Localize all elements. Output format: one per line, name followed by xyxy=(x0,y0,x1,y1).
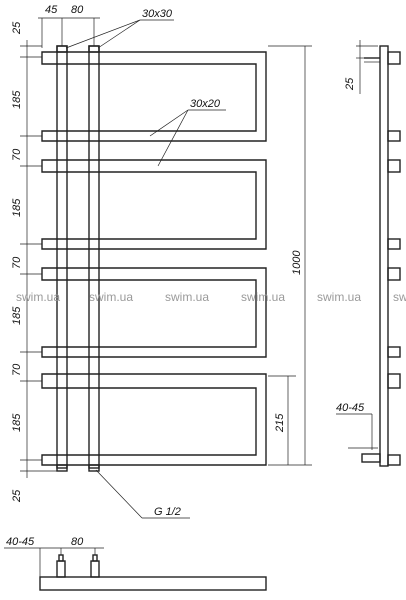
dim-left-8: 185 xyxy=(11,413,23,432)
section-2 xyxy=(41,159,267,250)
bottom-frame xyxy=(39,576,267,591)
height-dimension: 1000 215 xyxy=(268,45,312,466)
front-view xyxy=(41,45,267,472)
watermark-row: swim.ua swim.ua swim.ua swim.ua swim.ua … xyxy=(16,290,406,304)
dim-left-3: 70 xyxy=(11,148,23,161)
label-g12: G 1/2 xyxy=(154,506,181,518)
side-dim-40-45: 40-45 xyxy=(336,402,365,414)
dim-1000: 1000 xyxy=(291,250,303,275)
right-riser xyxy=(88,45,100,469)
watermark: swim.ua xyxy=(241,290,285,304)
left-riser-cap xyxy=(56,45,68,53)
side-connection xyxy=(361,453,381,463)
dim-left-5: 70 xyxy=(11,256,23,269)
dim-left-1: 25 xyxy=(11,21,23,35)
dim-215: 215 xyxy=(274,413,286,433)
side-view: 25 40-45 xyxy=(336,40,401,467)
watermark: swim.ua xyxy=(16,290,60,304)
dim-left-4: 185 xyxy=(11,198,23,217)
watermark: swim.ua xyxy=(89,290,133,304)
left-riser xyxy=(56,45,68,469)
dim-left-9: 25 xyxy=(11,489,23,503)
section-3 xyxy=(41,267,267,358)
section-4 xyxy=(41,373,267,466)
left-connection xyxy=(56,464,68,472)
bar-profile-label: 30x20 xyxy=(149,98,226,167)
section-1 xyxy=(41,51,267,142)
dim-80: 80 xyxy=(71,4,84,16)
dim-left-7: 70 xyxy=(11,363,23,376)
right-connection xyxy=(88,464,100,472)
bottom-dim-80: 80 xyxy=(71,536,84,548)
side-dim-25: 25 xyxy=(344,77,356,91)
label-30x20: 30x20 xyxy=(190,98,221,110)
bottom-dim-40-45: 40-45 xyxy=(6,536,35,548)
label-30x30: 30x30 xyxy=(142,8,173,20)
dim-left-6: 185 xyxy=(11,306,23,325)
side-riser xyxy=(379,45,389,467)
dim-left-2: 185 xyxy=(11,90,23,109)
connection-label: G 1/2 xyxy=(95,469,190,519)
watermark: swim.ua xyxy=(317,290,361,304)
watermark: swim.ua xyxy=(165,290,209,304)
right-riser-cap xyxy=(88,45,100,53)
left-dimension-chain: 25 185 70 185 70 185 70 185 25 xyxy=(11,21,57,503)
bottom-view: 40-45 80 xyxy=(4,536,267,591)
dim-45: 45 xyxy=(45,4,58,16)
watermark: swim.ua xyxy=(393,290,406,304)
top-dimensions: 45 80 30x30 xyxy=(38,4,174,49)
